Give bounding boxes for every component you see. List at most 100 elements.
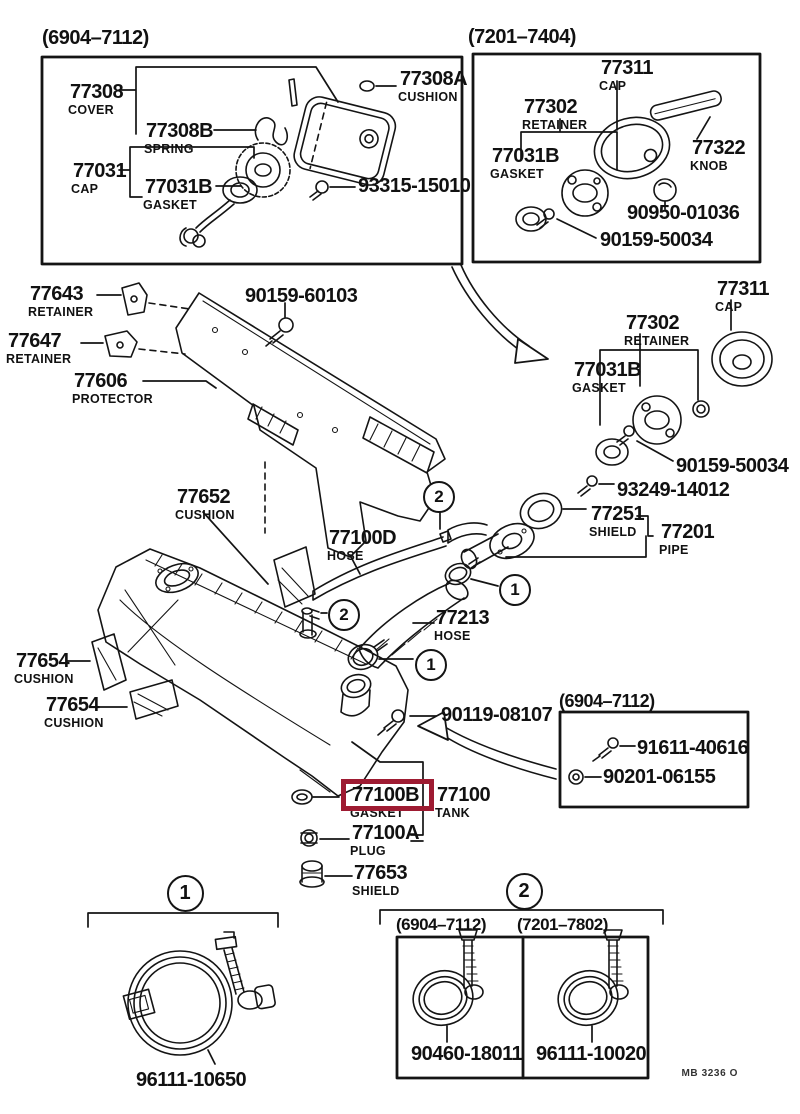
part-description: PLUG <box>350 844 386 858</box>
part-description: CAP <box>599 79 627 93</box>
part-description: SHIELD <box>589 525 637 539</box>
part-number: 96111-10650 <box>136 1069 247 1091</box>
part-number: 77031B <box>145 176 213 198</box>
period-bottom-right-col: (7201–7802) <box>517 915 608 934</box>
part-description: HOSE <box>327 549 364 563</box>
part-number: 90159-50034 <box>600 229 713 251</box>
pipe-shield-glyph <box>515 488 566 534</box>
part-number: 90950-01036 <box>627 202 740 224</box>
part-number: 77654 <box>46 694 100 716</box>
part-number: 77311 <box>601 57 654 79</box>
part-description: CUSHION <box>175 508 235 522</box>
cap-glyph <box>236 143 290 197</box>
callout-2: 2 <box>423 481 455 513</box>
cap-gasket-glyph <box>180 177 257 247</box>
part-label-90950-01036: 90950-01036 <box>627 202 740 224</box>
gasket-glyph <box>596 439 628 465</box>
callout-1: 1 <box>499 574 531 606</box>
part-number: 77654 <box>16 650 70 672</box>
part-label-90119-08107: 90119-08107 <box>441 705 553 725</box>
retainer-glyph <box>633 396 681 444</box>
part-number: 77201 <box>661 521 715 543</box>
pump-post-glyph <box>300 608 316 638</box>
part-description: SHIELD <box>352 884 400 898</box>
part-description: CUSHION <box>44 716 104 730</box>
part-number: 90460-18011 <box>411 1043 523 1065</box>
knob-glyph <box>649 90 722 122</box>
cover-glyph <box>291 94 398 188</box>
callout-1: 1 <box>166 874 204 912</box>
part-number: 77100 <box>437 784 491 806</box>
part-label-96111-10020: 96111-10020 <box>536 1043 647 1065</box>
part-number: 77302 <box>524 96 578 118</box>
top-left-frame <box>42 57 462 264</box>
part-label-91611-40616: 91611-40616 <box>637 738 749 758</box>
spring-glyph <box>255 118 287 145</box>
callout-2: 2 <box>505 872 543 910</box>
mid-right-frame <box>560 712 748 807</box>
period-top-right: (7201–7404) <box>468 26 576 48</box>
part-number: 77031B <box>492 145 560 167</box>
part-label-90159-50034: 90159-50034 <box>676 456 789 476</box>
part-description: TANK <box>435 806 470 820</box>
plate-code: MB 3236 O <box>681 1068 738 1079</box>
highlight-box <box>341 779 434 811</box>
part-description: RETAINER <box>624 334 690 348</box>
bolt-glyph <box>378 710 404 735</box>
part-description: KNOB <box>690 159 729 173</box>
part-description: PIPE <box>659 543 689 557</box>
top-right-frame <box>473 54 760 262</box>
callout-2: 2 <box>328 599 360 631</box>
part-number: 96111-10020 <box>536 1043 647 1065</box>
part-description: GASKET <box>490 167 544 181</box>
fuel-tank-drawing <box>98 549 413 796</box>
part-number: 90159-60103 <box>245 285 358 307</box>
part-description: HOSE <box>434 629 471 643</box>
part-description: CUSHION <box>398 90 458 104</box>
screw-glyph <box>310 181 355 200</box>
period-mid-right: (6904–7112) <box>559 691 655 711</box>
screw-glyph <box>578 476 597 496</box>
part-description: CAP <box>715 300 743 314</box>
part-number: 77213 <box>436 607 490 629</box>
part-number: 77100B <box>352 784 420 806</box>
retainer-glyph <box>562 170 608 216</box>
part-description: CUSHION <box>14 672 74 686</box>
part-number: 77302 <box>626 312 680 334</box>
small-clamps-drawing <box>380 910 663 1042</box>
part-number: 77606 <box>74 370 128 392</box>
part-number: 77031B <box>574 359 642 381</box>
part-description: GASKET <box>143 198 197 212</box>
shield-cup-glyph <box>300 861 324 887</box>
protector-drawing <box>81 283 445 557</box>
part-number: 93249-14012 <box>617 479 730 501</box>
part-label-90159-50034: 90159-50034 <box>600 229 713 251</box>
part-number: 90201-06155 <box>603 766 716 788</box>
tank-cushions-drawing <box>67 462 315 719</box>
part-description: SPRING <box>144 142 194 156</box>
part-label-90460-18011: 90460-18011 <box>411 1043 523 1065</box>
screw-glyph <box>537 209 596 238</box>
part-description: PROTECTOR <box>72 392 153 406</box>
tank-fittings-drawing <box>292 742 423 887</box>
part-number: 77653 <box>354 862 408 884</box>
part-number: 77308A <box>400 68 468 90</box>
